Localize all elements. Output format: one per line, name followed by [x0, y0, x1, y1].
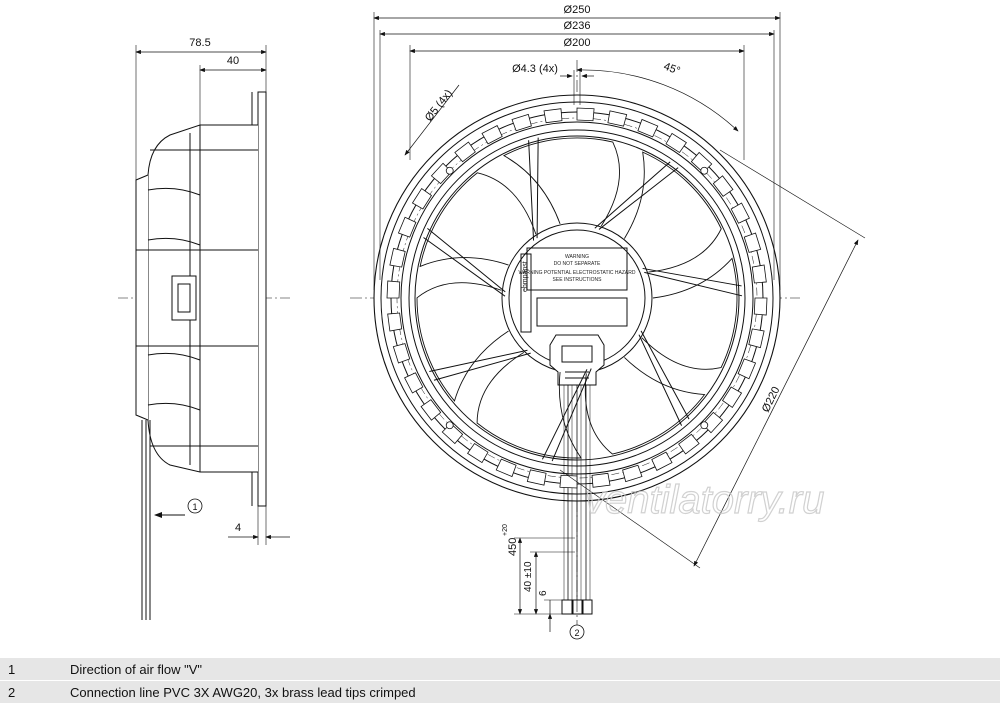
- dim-dia-250: Ø250: [564, 4, 591, 16]
- ring-slot: [543, 108, 563, 124]
- ring-slot: [576, 107, 595, 122]
- ring-slot: [730, 202, 750, 224]
- ring-slot: [430, 162, 453, 185]
- ring-slot: [751, 264, 767, 284]
- dim-flange-thickness: 4: [235, 522, 241, 534]
- technical-drawing: 78.5 40 4 1 WAR: [118, 4, 866, 640]
- side-view: [118, 45, 290, 620]
- ring-slot: [559, 474, 578, 489]
- dim-hub-length: 40: [227, 55, 239, 67]
- legend-number: 2: [8, 684, 16, 700]
- legend-row: 1 Direction of air flow "V": [0, 657, 1000, 680]
- legend-text: Direction of air flow "V": [70, 661, 203, 677]
- fan-blade: [419, 172, 537, 268]
- fan-blade: [476, 351, 582, 459]
- legend-number: 1: [8, 661, 16, 677]
- fan-blade: [502, 137, 620, 227]
- ring-slot: [397, 216, 417, 238]
- watermark: ventilatorry.ru: [585, 478, 824, 522]
- hub-electrostatic: WARNING POTENTIAL ELECTROSTATIC HAZARD: [519, 270, 636, 276]
- mounting-hole: [700, 421, 709, 430]
- strut: [423, 227, 506, 297]
- ring-slot: [622, 464, 643, 483]
- hub-do-not-separate: DO NOT SEPARATE: [554, 261, 601, 267]
- dim-dia-236: Ø236: [564, 20, 591, 32]
- ring-slot: [651, 451, 673, 471]
- ring-slot: [591, 472, 611, 488]
- strut: [429, 349, 531, 381]
- strut: [541, 368, 592, 462]
- ring-slot: [495, 458, 517, 478]
- strut: [638, 330, 690, 426]
- callout-1: 1: [192, 502, 197, 512]
- ring-slot: [420, 399, 442, 421]
- legend-row: 2 Connection line PVC 3X AWG20, 3x brass…: [0, 680, 1000, 703]
- ring-slot: [690, 151, 713, 174]
- hub-brand: ebmpapst: [522, 261, 529, 292]
- dim-cable-length-tolerance: +20: [502, 524, 509, 536]
- dim-hole-5: Ø5 (4x): [423, 88, 455, 124]
- mounting-hole: [445, 421, 454, 430]
- dim-dia-220: Ø220: [760, 385, 783, 414]
- ring-slot: [511, 113, 532, 132]
- hub-see-instructions: SEE INSTRUCTIONS: [553, 277, 603, 283]
- callout-2: 2: [574, 628, 579, 638]
- dim-hole-4-3: Ø4.3 (4x): [512, 63, 558, 75]
- strut: [528, 137, 539, 241]
- ring-slot: [712, 175, 734, 197]
- mounting-hole: [445, 166, 454, 175]
- dim-dia-200: Ø200: [564, 37, 591, 49]
- ring-slot: [481, 125, 503, 145]
- dim-angle-45: 45°: [662, 61, 682, 78]
- front-dimensions: [373, 12, 866, 632]
- mounting-hole: [700, 166, 709, 175]
- front-view: [350, 60, 800, 640]
- ring-slot: [392, 343, 411, 364]
- ring-slot: [665, 132, 687, 154]
- legend-text: Connection line PVC 3X AWG20, 3x brass l…: [70, 684, 416, 700]
- ring-slot: [753, 297, 768, 316]
- ring-slot: [441, 422, 464, 445]
- ring-slot: [526, 469, 547, 486]
- dim-tip-length: 6: [538, 590, 549, 596]
- dim-strip-length: 40 ±10: [523, 561, 534, 592]
- ring-slot: [386, 280, 401, 299]
- ring-slot: [454, 141, 476, 163]
- dim-cable-length: 450: [507, 538, 519, 556]
- ring-slot: [387, 312, 403, 332]
- ring-slot: [467, 442, 489, 464]
- ring-slot: [389, 247, 406, 268]
- ring-slot: [411, 188, 433, 210]
- hub-warning: WARNING: [565, 254, 589, 260]
- legend-table: 1 Direction of air flow "V" 2 Connection…: [0, 657, 1000, 703]
- fan-blade: [584, 357, 706, 455]
- strut: [594, 161, 679, 230]
- fan-blade: [416, 282, 509, 402]
- ring-slot: [404, 372, 424, 394]
- dim-total-length: 78.5: [189, 37, 210, 49]
